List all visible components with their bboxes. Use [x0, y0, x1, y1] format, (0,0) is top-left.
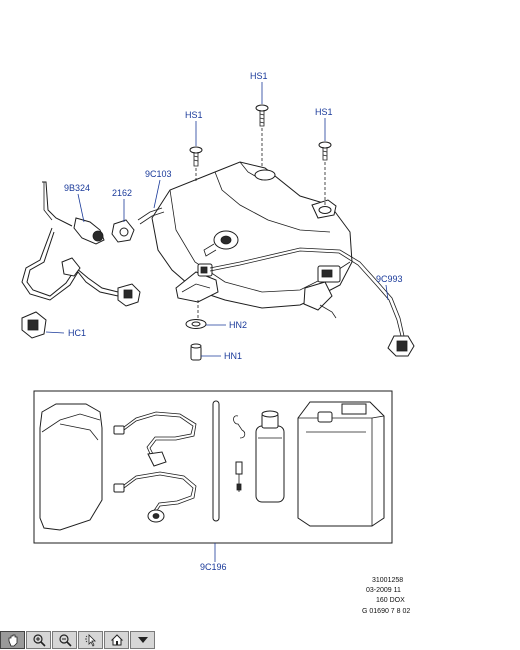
select-button[interactable]: [78, 631, 103, 649]
pipe-9c993: [209, 247, 415, 357]
kit-box-frame: [33, 390, 393, 544]
clip-hc1: [21, 311, 47, 339]
reference-line-2: 03-2009 11: [366, 587, 401, 594]
bolt-hs1-left: [189, 146, 203, 167]
wiring-harness-lower: [113, 471, 197, 523]
callout-9c196: 9C196: [200, 562, 227, 572]
zoom-out-button[interactable]: [52, 631, 77, 649]
callout-hs1-right: HS1: [315, 107, 333, 117]
washer-hn2: [185, 319, 207, 329]
hose-assembly-left: [21, 181, 141, 307]
pan-button[interactable]: [0, 631, 25, 649]
viewer-toolbar: [0, 631, 170, 650]
nut-hn1: [190, 343, 202, 361]
callout-hn2: HN2: [229, 320, 247, 330]
callout-hs1-top: HS1: [250, 71, 268, 81]
callout-9b324: 9B324: [64, 183, 90, 193]
dropdown-button[interactable]: [130, 631, 155, 649]
zoom-in-button[interactable]: [26, 631, 51, 649]
reference-line-1: 31001258: [372, 577, 403, 584]
hook-and-fitting: [233, 415, 246, 492]
home-icon: [110, 634, 123, 646]
fuel-additive-tank: [151, 161, 353, 319]
reference-line-4: G 01690 7 8 02: [362, 608, 410, 615]
hose-9c103: [137, 207, 165, 225]
zoom-in-icon: [32, 634, 46, 647]
dropdown-arrow-icon: [137, 637, 148, 643]
callout-hs1-left: HS1: [185, 110, 203, 120]
wiring-harness-upper: [113, 411, 197, 467]
bolt-hs1-right: [318, 141, 332, 161]
zoom-out-icon: [58, 634, 72, 647]
bolt-hs1-top: [255, 104, 269, 127]
callout-9c993: 9C993: [376, 274, 403, 284]
protective-bag: [39, 403, 103, 531]
pan-hand-icon: [8, 634, 17, 647]
home-button[interactable]: [104, 631, 129, 649]
callout-hc1: HC1: [68, 328, 86, 338]
parts-diagram: HS1 HS1 HS1 9C103 9B324 2162 9C993 HC1 H…: [21, 71, 415, 615]
additive-bottle: [255, 410, 285, 503]
select-pointer-icon: [84, 634, 96, 647]
callout-9c103: 9C103: [145, 169, 172, 179]
callout-hn1: HN1: [224, 351, 242, 361]
tube: [212, 400, 220, 522]
reference-line-3: 160 DOX: [376, 597, 405, 604]
clip-2162: [111, 219, 135, 243]
connector-9b324: [73, 217, 105, 245]
fluid-canister: [297, 401, 385, 527]
callout-2162: 2162: [112, 188, 132, 198]
